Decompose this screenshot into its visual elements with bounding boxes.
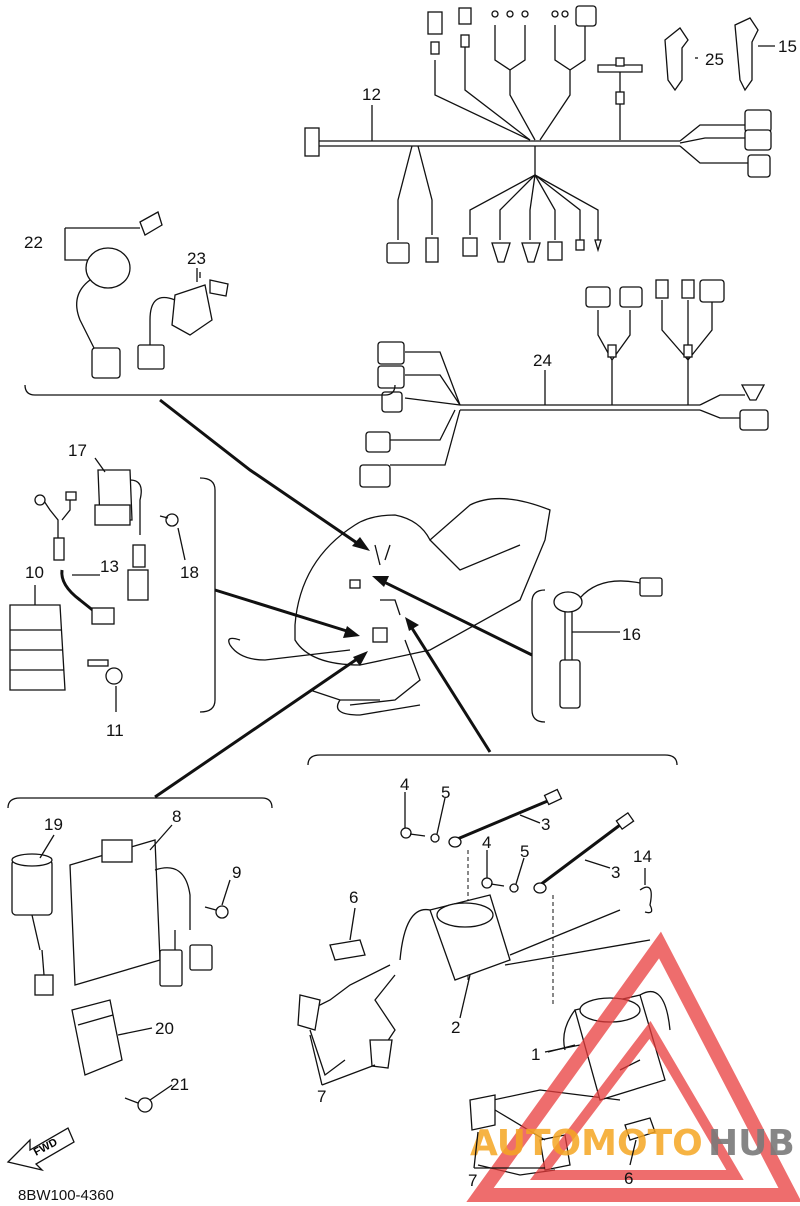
callout-21: 21 — [170, 1075, 189, 1094]
callout-11: 11 — [106, 721, 124, 740]
group-fuel-sender — [531, 577, 663, 723]
callout-9: 9 — [232, 863, 241, 882]
snowmobile-outline — [228, 497, 551, 716]
callout-7b: 7 — [468, 1171, 477, 1190]
callout-20: 20 — [155, 1019, 174, 1038]
callout-leaders — [34, 105, 646, 1169]
callout-24: 24 — [533, 351, 552, 370]
callout-5a: 5 — [441, 783, 450, 802]
main-wire-harness — [304, 5, 772, 264]
key-15 — [734, 17, 775, 92]
group-cdi-unit — [7, 797, 273, 1113]
callout-14: 14 — [633, 847, 652, 866]
diagram-code: 8BW100-4360 — [18, 1187, 114, 1204]
callout-25: 25 — [705, 50, 724, 69]
callout-1: 1 — [531, 1045, 540, 1064]
callout-5b: 5 — [520, 842, 529, 861]
group-relay-rectifier — [9, 469, 216, 713]
callout-12: 12 — [362, 85, 381, 104]
callout-6b: 6 — [624, 1169, 633, 1188]
callout-labels: 12 25 15 22 23 24 17 13 10 18 11 16 19 8… — [24, 37, 797, 1190]
callout-7a: 7 — [317, 1087, 326, 1106]
watermark-text-hub: HUB — [708, 1123, 795, 1164]
callout-10: 10 — [25, 563, 44, 582]
callout-4a: 4 — [400, 775, 409, 794]
callout-4b: 4 — [482, 833, 491, 852]
callout-17: 17 — [68, 441, 87, 460]
callout-6a: 6 — [349, 888, 358, 907]
callout-2: 2 — [451, 1018, 460, 1037]
callout-3b: 3 — [611, 863, 620, 882]
sub-wire-harness — [359, 279, 769, 488]
callout-13: 13 — [100, 557, 119, 576]
callout-16: 16 — [622, 625, 641, 644]
callout-15: 15 — [778, 37, 797, 56]
group-main-switch — [24, 211, 396, 396]
callout-18: 18 — [180, 563, 199, 582]
callout-23: 23 — [187, 249, 206, 268]
watermark-logo: AUTOMOTO HUB — [466, 931, 800, 1202]
callout-8: 8 — [172, 807, 181, 826]
callout-3a: 3 — [541, 815, 550, 834]
leader-arrows — [154, 398, 533, 799]
callout-19: 19 — [44, 815, 63, 834]
fwd-arrow-icon: FWD — [6, 1127, 75, 1172]
watermark-text-auto: AUTOMOTO — [470, 1123, 703, 1164]
group-ignition-coils — [297, 754, 678, 1176]
callout-22: 22 — [24, 233, 43, 252]
key-25 — [664, 27, 698, 92]
